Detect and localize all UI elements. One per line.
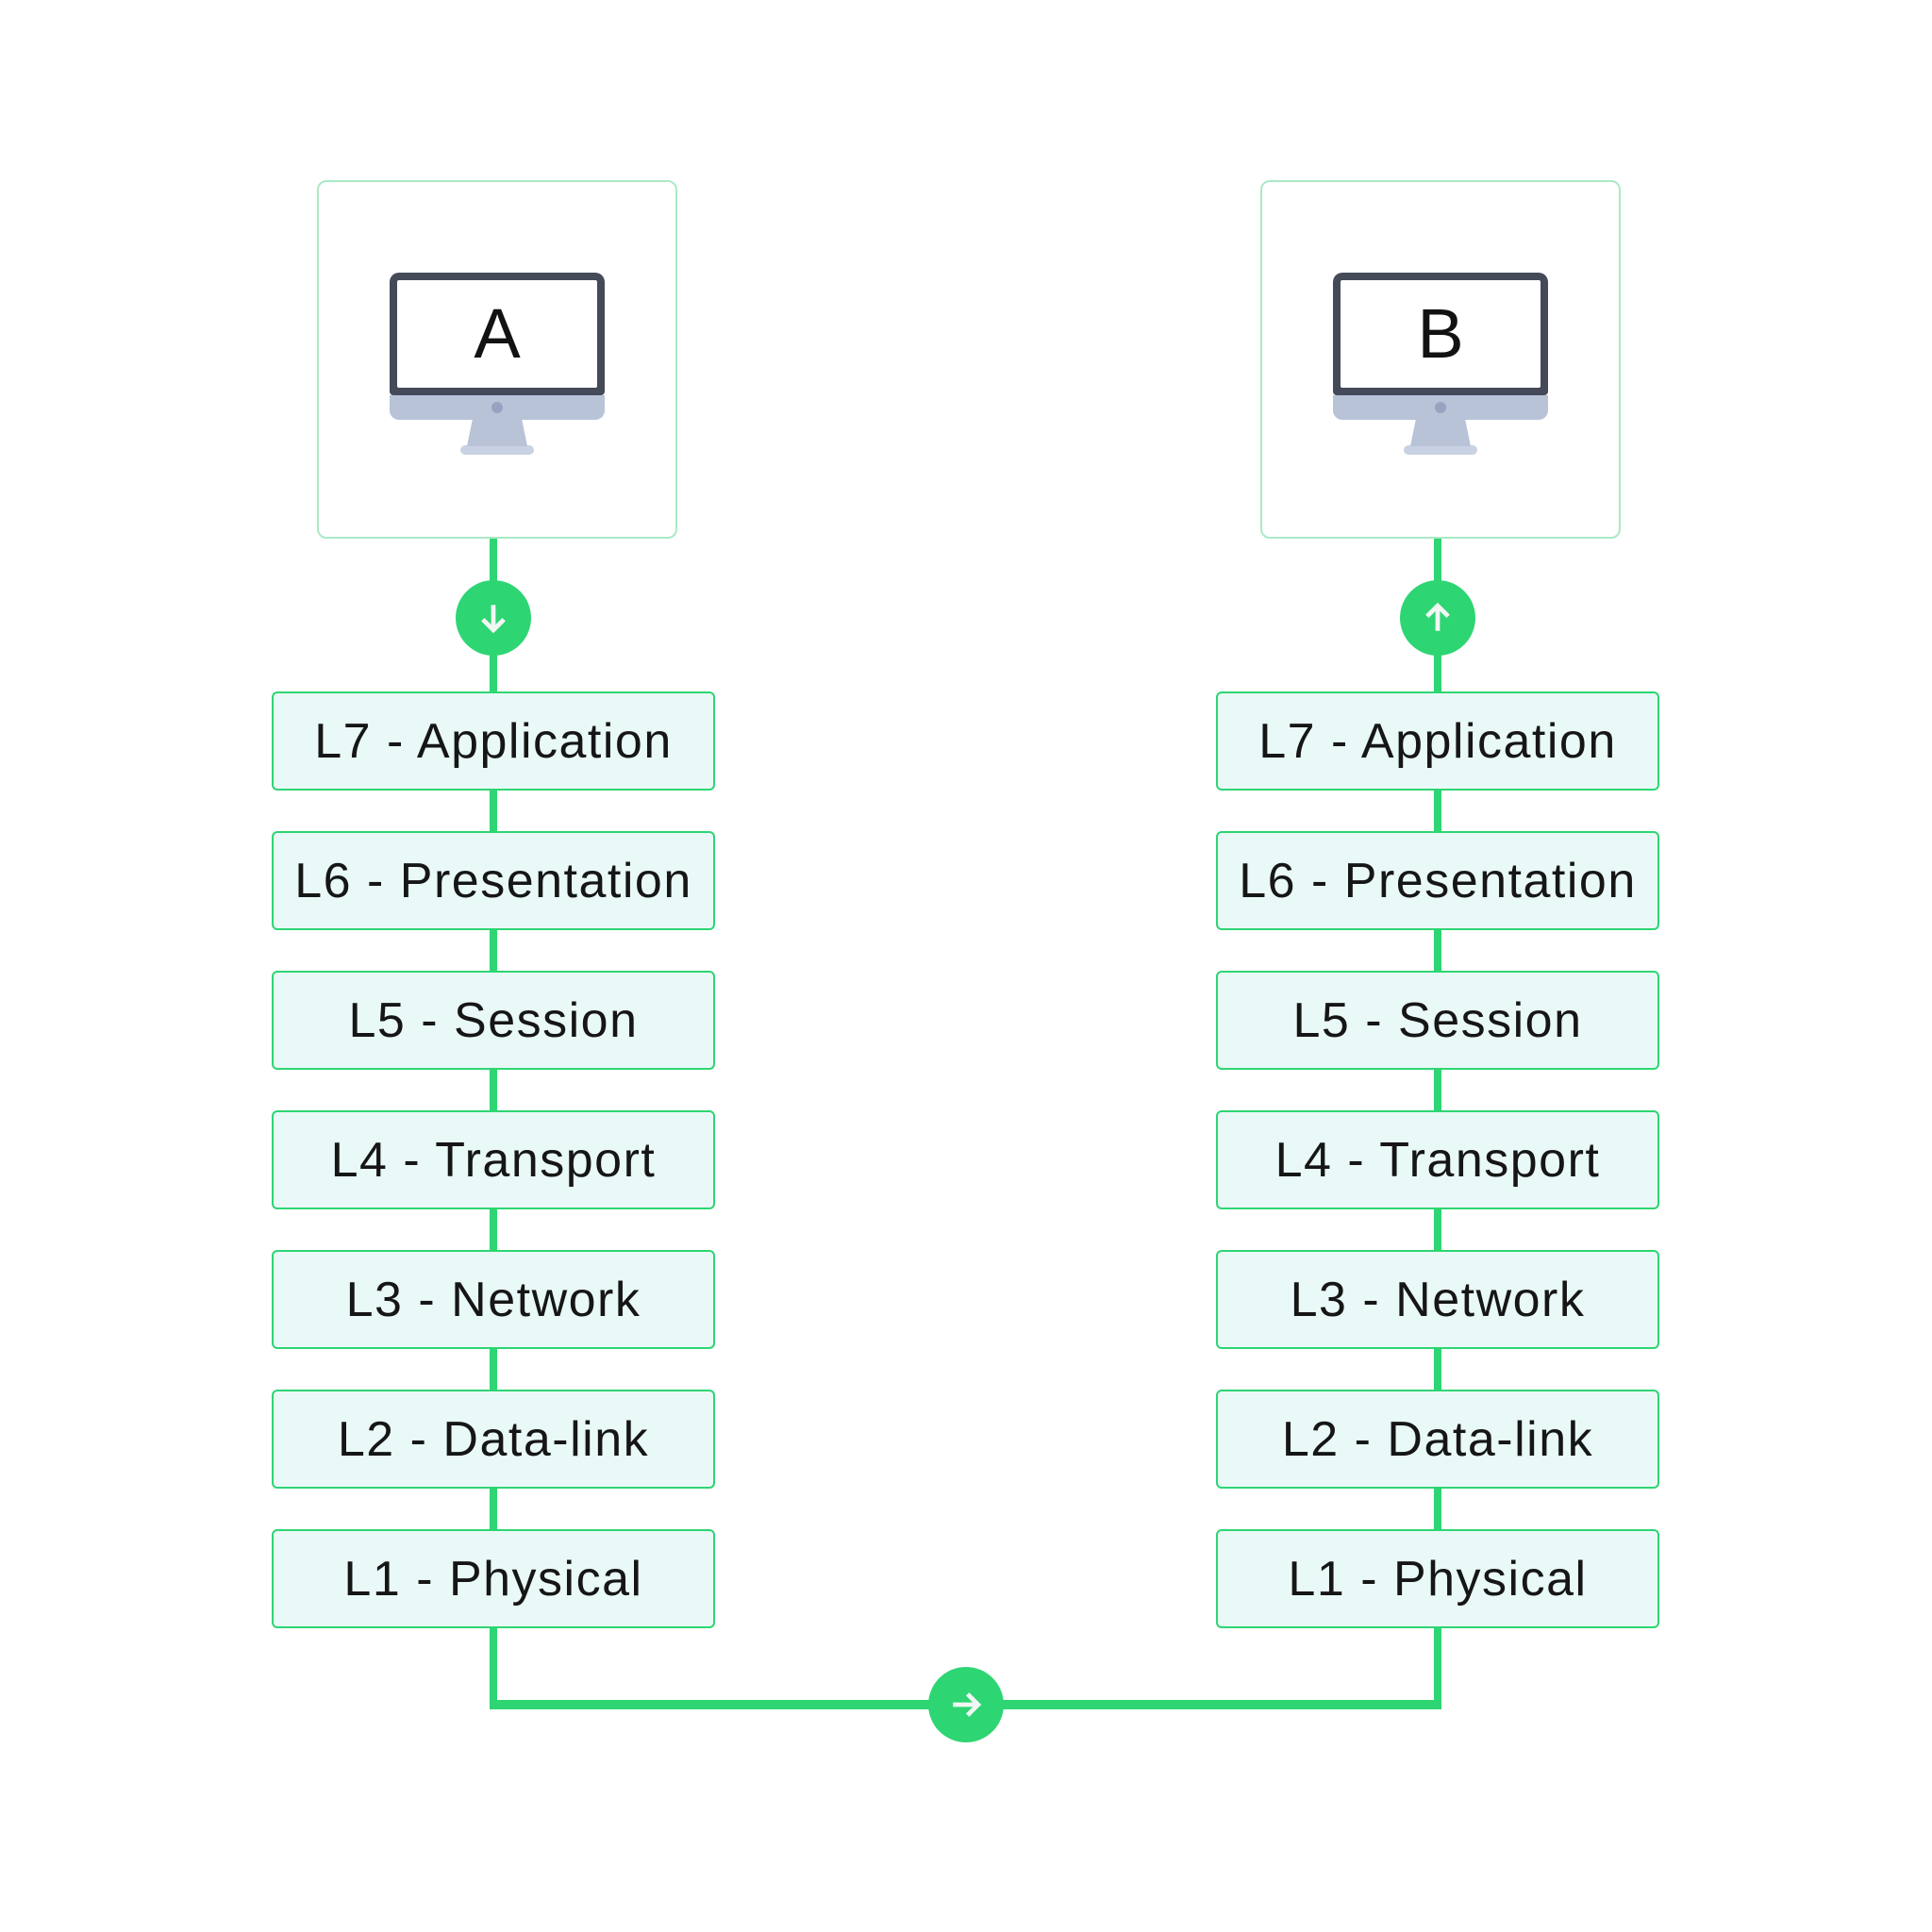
monitor-chin [1333,395,1548,420]
layer-box-a-l4: L4 - Transport [272,1110,715,1209]
layer-label: L2 - Data-link [1281,1411,1594,1467]
layer-label: L2 - Data-link [337,1411,650,1467]
layer-box-b-l1: L1 - Physical [1216,1529,1659,1628]
up-arrow-badge [1400,580,1475,656]
layer-box-b-l3: L3 - Network [1216,1250,1659,1349]
layer-label: L4 - Transport [330,1132,657,1188]
layer-label: L6 - Presentation [294,853,692,908]
layer-label: L3 - Network [1290,1272,1586,1327]
layer-box-a-l1: L1 - Physical [272,1529,715,1628]
down-arrow-badge [456,580,531,656]
monitor-stand-neck [1410,420,1471,446]
camera-dot-icon [1435,402,1446,413]
layer-label: L1 - Physical [343,1551,643,1607]
monitor-stand-base [1404,445,1477,455]
layer-box-a-l7: L7 - Application [272,691,715,791]
monitor-icon: A [390,273,605,455]
computer-a-label: A [474,294,521,373]
monitor-stand-base [460,445,534,455]
layer-box-b-l4: L4 - Transport [1216,1110,1659,1209]
down-arrow-icon [481,605,506,634]
monitor-stand-neck [467,420,527,446]
layer-box-b-l5: L5 - Session [1216,971,1659,1070]
layer-label: L7 - Application [1258,713,1617,769]
right-arrow-badge [928,1667,1004,1742]
layer-label: L7 - Application [314,713,673,769]
monitor-bezel: B [1333,273,1548,395]
layer-label: L4 - Transport [1274,1132,1601,1188]
monitor-icon: B [1333,273,1548,455]
monitor-bezel: A [390,273,605,395]
monitor-screen: A [397,280,597,388]
computer-b-card: B [1260,180,1621,539]
layer-box-a-l6: L6 - Presentation [272,831,715,930]
up-arrow-icon [1425,602,1450,631]
layer-label: L5 - Session [348,992,639,1048]
layer-label: L1 - Physical [1288,1551,1588,1607]
computer-a-card: A [317,180,677,539]
layer-box-a-l5: L5 - Session [272,971,715,1070]
camera-dot-icon [491,402,503,413]
computer-b-label: B [1417,294,1464,373]
layer-box-b-l7: L7 - Application [1216,691,1659,791]
right-arrow-icon [953,1692,982,1717]
monitor-chin [390,395,605,420]
layer-box-b-l2: L2 - Data-link [1216,1390,1659,1489]
layer-box-b-l6: L6 - Presentation [1216,831,1659,930]
monitor-screen: B [1341,280,1541,388]
layer-label: L5 - Session [1292,992,1583,1048]
layer-box-a-l2: L2 - Data-link [272,1390,715,1489]
layer-label: L3 - Network [345,1272,641,1327]
layer-box-a-l3: L3 - Network [272,1250,715,1349]
layer-label: L6 - Presentation [1239,853,1637,908]
